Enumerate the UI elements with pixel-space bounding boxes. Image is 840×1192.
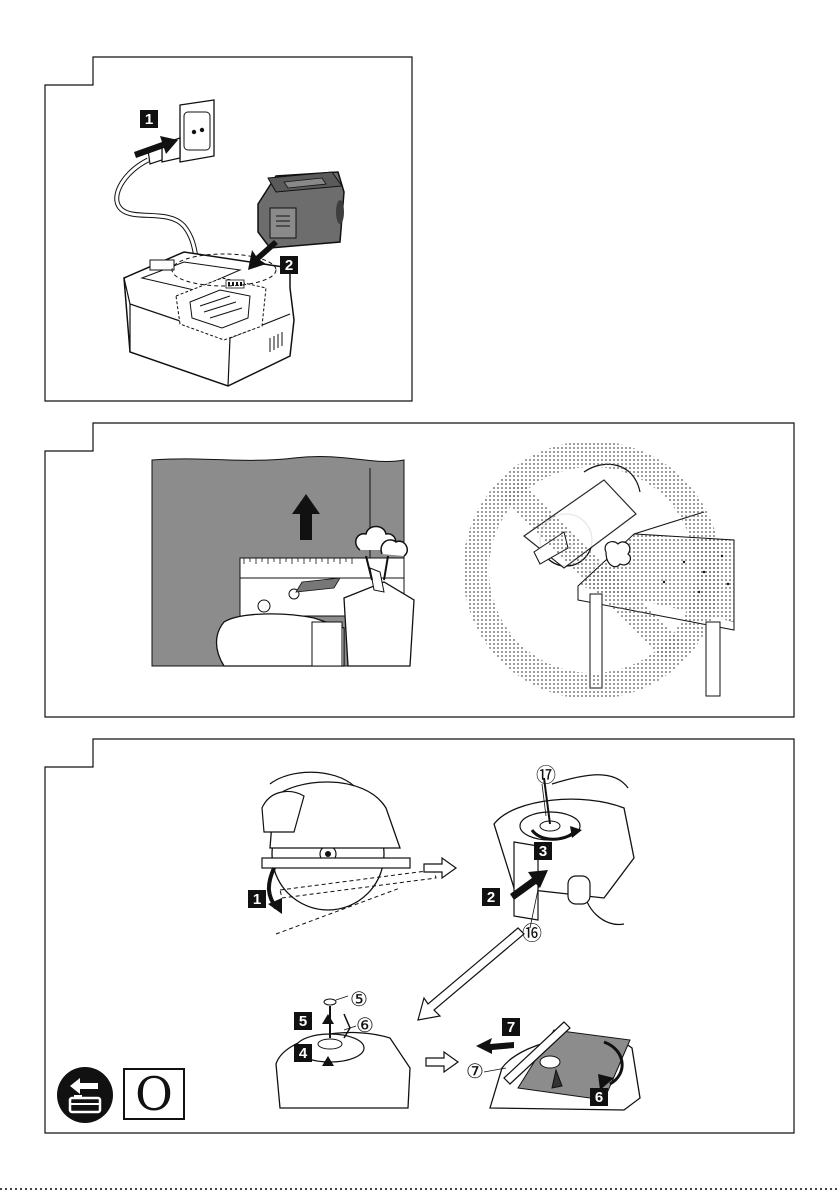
part-16-label: ⑯ <box>522 921 542 945</box>
step-4-marker: 4 <box>294 1044 312 1062</box>
part-5-label: ⑤ <box>350 987 368 1011</box>
bottom-dotted-rule <box>0 1188 840 1190</box>
svg-text:1: 1 <box>253 891 261 908</box>
blade-lock-view <box>494 775 634 928</box>
figure-1-charger-panel: 1 2 <box>44 56 416 404</box>
next-arrow-icon <box>424 858 456 878</box>
step-1-label: 1 <box>145 111 153 128</box>
battery-charger <box>124 252 294 386</box>
blade-removal-view <box>476 1022 640 1110</box>
clip-label-box: O <box>123 1068 185 1120</box>
wall-socket <box>180 100 214 162</box>
battery-pack <box>258 172 344 248</box>
svg-text:5: 5 <box>299 1013 307 1030</box>
step-2-marker: 2 <box>280 256 298 274</box>
prohibited-usage-illustration <box>476 454 734 696</box>
battery-removal-icon <box>56 1066 114 1124</box>
step-1-marker: 1 <box>140 110 158 128</box>
step-2-label: 2 <box>285 257 293 274</box>
diagonal-arrow-icon <box>418 928 524 1020</box>
part-7-label: ⑦ <box>466 1059 484 1083</box>
step-2-marker: 2 <box>482 888 500 906</box>
step-6-marker: 6 <box>590 1088 608 1106</box>
saw-side-view <box>262 772 436 934</box>
next-arrow-2-icon <box>426 1052 458 1072</box>
step-1-marker: 1 <box>248 890 266 908</box>
figure-2-dust-panel <box>44 422 796 720</box>
svg-text:6: 6 <box>595 1089 603 1106</box>
step-7-marker: 7 <box>502 1018 520 1036</box>
svg-text:7: 7 <box>507 1019 515 1036</box>
step-5-marker: 5 <box>294 1012 312 1030</box>
svg-text:4: 4 <box>299 1045 308 1062</box>
part-6-label: ⑥ <box>356 1013 374 1037</box>
svg-text:3: 3 <box>539 843 547 860</box>
svg-text:2: 2 <box>487 889 495 906</box>
step-3-marker: 3 <box>534 842 552 860</box>
correct-dust-removal-illustration <box>152 456 414 666</box>
part-17-label: ⑰ <box>536 763 556 787</box>
